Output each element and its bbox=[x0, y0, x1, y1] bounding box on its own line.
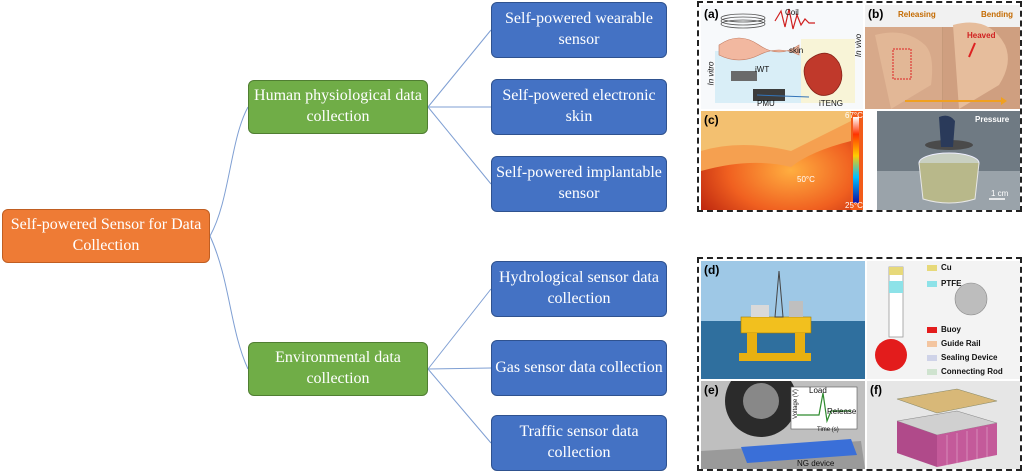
panel-a-skin-label: skin bbox=[789, 46, 804, 55]
panel-b-photo bbox=[865, 5, 1020, 109]
panel-b-bending-label: Bending bbox=[981, 10, 1013, 19]
connector-cat1-leaf3 bbox=[427, 106, 492, 185]
connector-cat2-leaf4 bbox=[427, 288, 492, 370]
panel-b-releasing-label: Releasing bbox=[898, 10, 936, 19]
panel-e-release-label: Release bbox=[827, 407, 857, 416]
category-human-physiological: Human physiological data collection bbox=[248, 80, 428, 134]
panel-c-temp-min: 25°C bbox=[845, 201, 863, 210]
panel-d-legend-cu: Cu bbox=[941, 263, 952, 272]
panel-a-iteng-label: iTENG bbox=[819, 99, 843, 108]
panel-c-thermal-image bbox=[701, 111, 859, 210]
figure-group-environmental: (d) Cu PTFE Buoy bbox=[697, 257, 1022, 471]
connector-cat2-leaf5 bbox=[427, 367, 492, 370]
panel-d-label: (d) bbox=[704, 263, 720, 277]
panel-a-coil-label: Coil bbox=[785, 8, 799, 17]
root-node: Self-powered Sensor for Data Collection bbox=[2, 209, 210, 263]
panel-c-pressure-photo bbox=[877, 111, 1020, 210]
connector-root-cat1 bbox=[209, 106, 249, 237]
leaf-wearable-sensor: Self-powered wearable sensor bbox=[491, 2, 667, 58]
panel-f-label: (f) bbox=[870, 383, 882, 397]
panel-c-label: (c) bbox=[704, 113, 719, 127]
panel-b: (b) Releasing Bending Heaved bbox=[865, 5, 1020, 109]
panel-d-legend-connecting-rod: Connecting Rod bbox=[941, 367, 1003, 376]
leaf-implantable-sensor: Self-powered implantable sensor bbox=[491, 156, 667, 212]
panel-e: (e) Load Release Voltage (V) Time (s) NG… bbox=[701, 381, 865, 469]
connector-root-cat2 bbox=[209, 235, 249, 370]
panel-d-structure-diagram bbox=[875, 265, 988, 375]
leaf-hydrological-sensor: Hydrological sensor data collection bbox=[491, 261, 667, 317]
category-environmental: Environmental data collection bbox=[248, 342, 428, 396]
panel-f-device-image bbox=[896, 388, 998, 467]
leaf-electronic-skin: Self-powered electronic skin bbox=[491, 79, 667, 135]
panel-a-invivo-label: In vivo bbox=[854, 33, 863, 58]
panel-d-legend-guide-rail: Guide Rail bbox=[941, 339, 981, 348]
panel-a-label: (a) bbox=[704, 7, 719, 21]
connector-cat2-leaf6 bbox=[427, 368, 492, 444]
panel-d-structure: Cu PTFE Buoy Guide Rail Sealing Device C… bbox=[867, 261, 1020, 379]
panel-e-ylabel: Voltage (V) bbox=[792, 389, 799, 419]
panel-e-load-label: Load bbox=[809, 386, 827, 395]
panel-a-illustration bbox=[715, 8, 855, 103]
panel-c-thermal: (c) 67°C 25°C bbox=[701, 111, 863, 210]
panel-e-device-label: NG device bbox=[797, 459, 835, 468]
panel-d-legend-buoy: Buoy bbox=[941, 325, 961, 334]
panel-b-heaved-label: Heaved bbox=[967, 31, 996, 40]
panel-f: (f) bbox=[867, 381, 1020, 469]
panel-d-legend-sealing-device: Sealing Device bbox=[941, 353, 998, 362]
panel-c-scale-label: 1 cm bbox=[991, 189, 1009, 198]
panel-c-temp-max: 67°C bbox=[845, 111, 863, 120]
panel-c-pressure-label: Pressure bbox=[975, 115, 1010, 124]
panel-d-platform: (d) bbox=[701, 261, 865, 379]
panel-e-xlabel: Time (s) bbox=[817, 427, 839, 433]
panel-b-label: (b) bbox=[868, 7, 884, 21]
leaf-gas-sensor: Gas sensor data collection bbox=[491, 340, 667, 396]
panel-e-photo bbox=[701, 381, 865, 469]
panel-d-platform-image bbox=[701, 261, 865, 379]
panel-c-pressure: Pressure 1 cm bbox=[877, 111, 1020, 210]
connector-cat1-leaf1 bbox=[427, 29, 492, 108]
panel-d-legend-ptfe: PTFE bbox=[941, 279, 962, 288]
panel-a: (a) Coil skin iWT In vivo In vitro PMU i… bbox=[701, 5, 863, 109]
leaf-traffic-sensor: Traffic sensor data collection bbox=[491, 415, 667, 471]
panel-c-temp-point: 50°C bbox=[797, 175, 815, 184]
panel-e-label: (e) bbox=[704, 383, 719, 397]
panel-a-iwt-label: iWT bbox=[755, 65, 770, 74]
figure-group-physiological: (a) Coil skin iWT In vivo In vitro PMU i… bbox=[697, 1, 1022, 212]
panel-a-invitro-label: In vitro bbox=[706, 61, 716, 86]
panel-a-pmu-label: PMU bbox=[757, 99, 775, 108]
